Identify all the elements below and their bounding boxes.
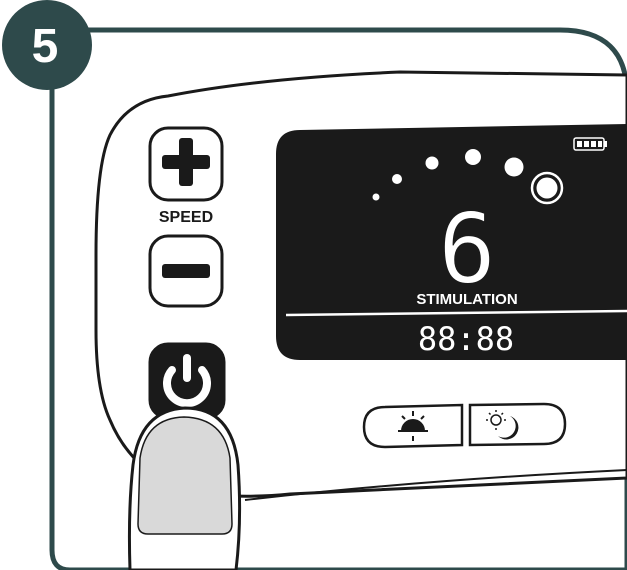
plus-icon	[162, 138, 210, 186]
speed-dot	[465, 149, 481, 165]
mode-label: STIMULATION	[416, 291, 517, 308]
speed-label: SPEED	[159, 209, 213, 226]
sun-icon	[398, 411, 428, 441]
mode-button-sun[interactable]	[362, 403, 464, 449]
mode-button-sun-moon[interactable]	[468, 402, 567, 447]
speed-minus-button[interactable]	[148, 234, 224, 308]
speed-dot	[504, 157, 524, 177]
step-number: 5	[32, 20, 59, 73]
speed-dot	[392, 174, 402, 184]
timer-value: 88:88	[418, 320, 514, 358]
step-badge	[2, 0, 92, 90]
battery-icon	[573, 137, 607, 151]
speed-indicator	[372, 149, 564, 205]
display-separator	[285, 309, 627, 317]
sun-moon-icon	[486, 410, 519, 440]
device-body-inner	[244, 469, 627, 501]
fingernail	[137, 416, 233, 535]
minus-icon	[162, 264, 210, 278]
speed-dot	[372, 193, 380, 201]
level-value: 6	[438, 193, 496, 305]
speed-dot	[425, 156, 439, 170]
power-icon	[163, 354, 211, 408]
speed-dot-selected	[530, 171, 564, 205]
speed-plus-button[interactable]	[148, 126, 224, 202]
